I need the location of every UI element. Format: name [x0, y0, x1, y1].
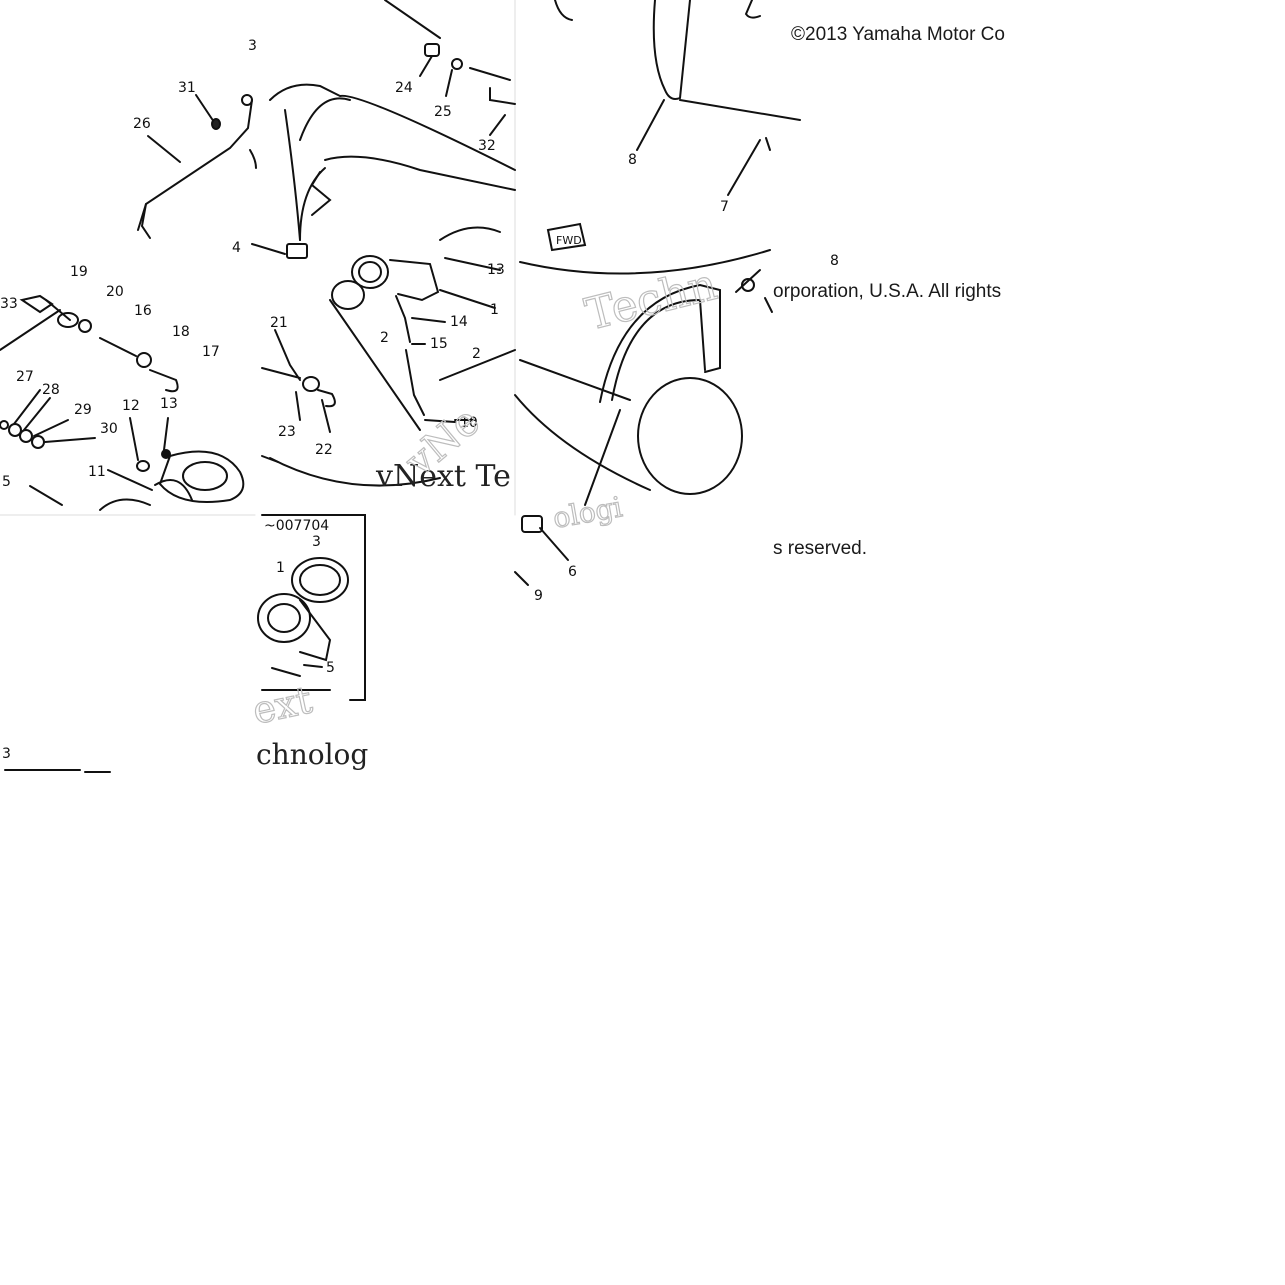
callout-20: 20	[106, 284, 124, 300]
callout-8: 8	[628, 152, 637, 168]
callout-3: 3	[248, 38, 257, 54]
callout-33: 33	[0, 296, 18, 312]
callout-23: 23	[278, 424, 296, 440]
callout-21: 21	[270, 315, 288, 331]
callout-32: 32	[478, 138, 496, 154]
callout-5: 5	[2, 474, 11, 490]
callout-3-inset: 3	[312, 534, 321, 550]
callout-6: 6	[568, 564, 577, 580]
callout-4: 4	[232, 240, 241, 256]
callout-2-right: 2	[472, 346, 481, 362]
callout-17: 17	[202, 344, 220, 360]
watermark-ologi: ologi	[550, 490, 624, 535]
callout-16: 16	[134, 303, 152, 319]
callout-18: 18	[172, 324, 190, 340]
callout-7: 7	[720, 199, 729, 215]
callout-11: 11	[88, 464, 106, 480]
watermark-ext: ext	[249, 677, 316, 732]
callout-2-upper: 2	[380, 330, 389, 346]
callout-25: 25	[434, 104, 452, 120]
callout-24: 24	[395, 80, 413, 96]
callout-10: 10	[460, 415, 478, 431]
callout-22: 22	[315, 442, 333, 458]
copyright-line-1: ©2013 Yamaha Motor Co	[791, 24, 1005, 45]
callout-5-inset: 5	[326, 660, 335, 676]
diagram-linework	[0, 0, 801, 773]
callout-26: 26	[133, 116, 151, 132]
inset-range-label: ~007704	[264, 518, 329, 534]
watermark-techn: Techn	[580, 259, 722, 341]
callout-12: 12	[122, 398, 140, 414]
callout-1-upper: 1	[490, 302, 499, 318]
watermark-vnext: vNext Te	[375, 459, 511, 494]
callout-labels: 3 31 26 24 25 32 4 13 1 19 33 20 16 18 1…	[0, 38, 839, 762]
callout-31: 31	[178, 80, 196, 96]
callout-30: 30	[100, 421, 118, 437]
copyright-line-3: s reserved.	[773, 538, 867, 559]
callout-13-upper: 13	[487, 262, 505, 278]
callout-19: 19	[70, 264, 88, 280]
callout-8-small: 8	[830, 253, 839, 269]
callout-1-inset: 1	[276, 560, 285, 576]
callout-29: 29	[74, 402, 92, 418]
callout-9: 9	[534, 588, 543, 604]
callout-15: 15	[430, 336, 448, 352]
fwd-tag-label: FWD	[556, 234, 582, 247]
callout-28: 28	[42, 382, 60, 398]
callout-27: 27	[16, 369, 34, 385]
copyright-line-2: orporation, U.S.A. All rights	[773, 281, 1002, 302]
callout-13-lower: 13	[160, 396, 178, 412]
watermark-chnolog: chnolog	[256, 738, 368, 771]
callout-14: 14	[450, 314, 468, 330]
callout-3-lower: 3	[2, 746, 11, 762]
